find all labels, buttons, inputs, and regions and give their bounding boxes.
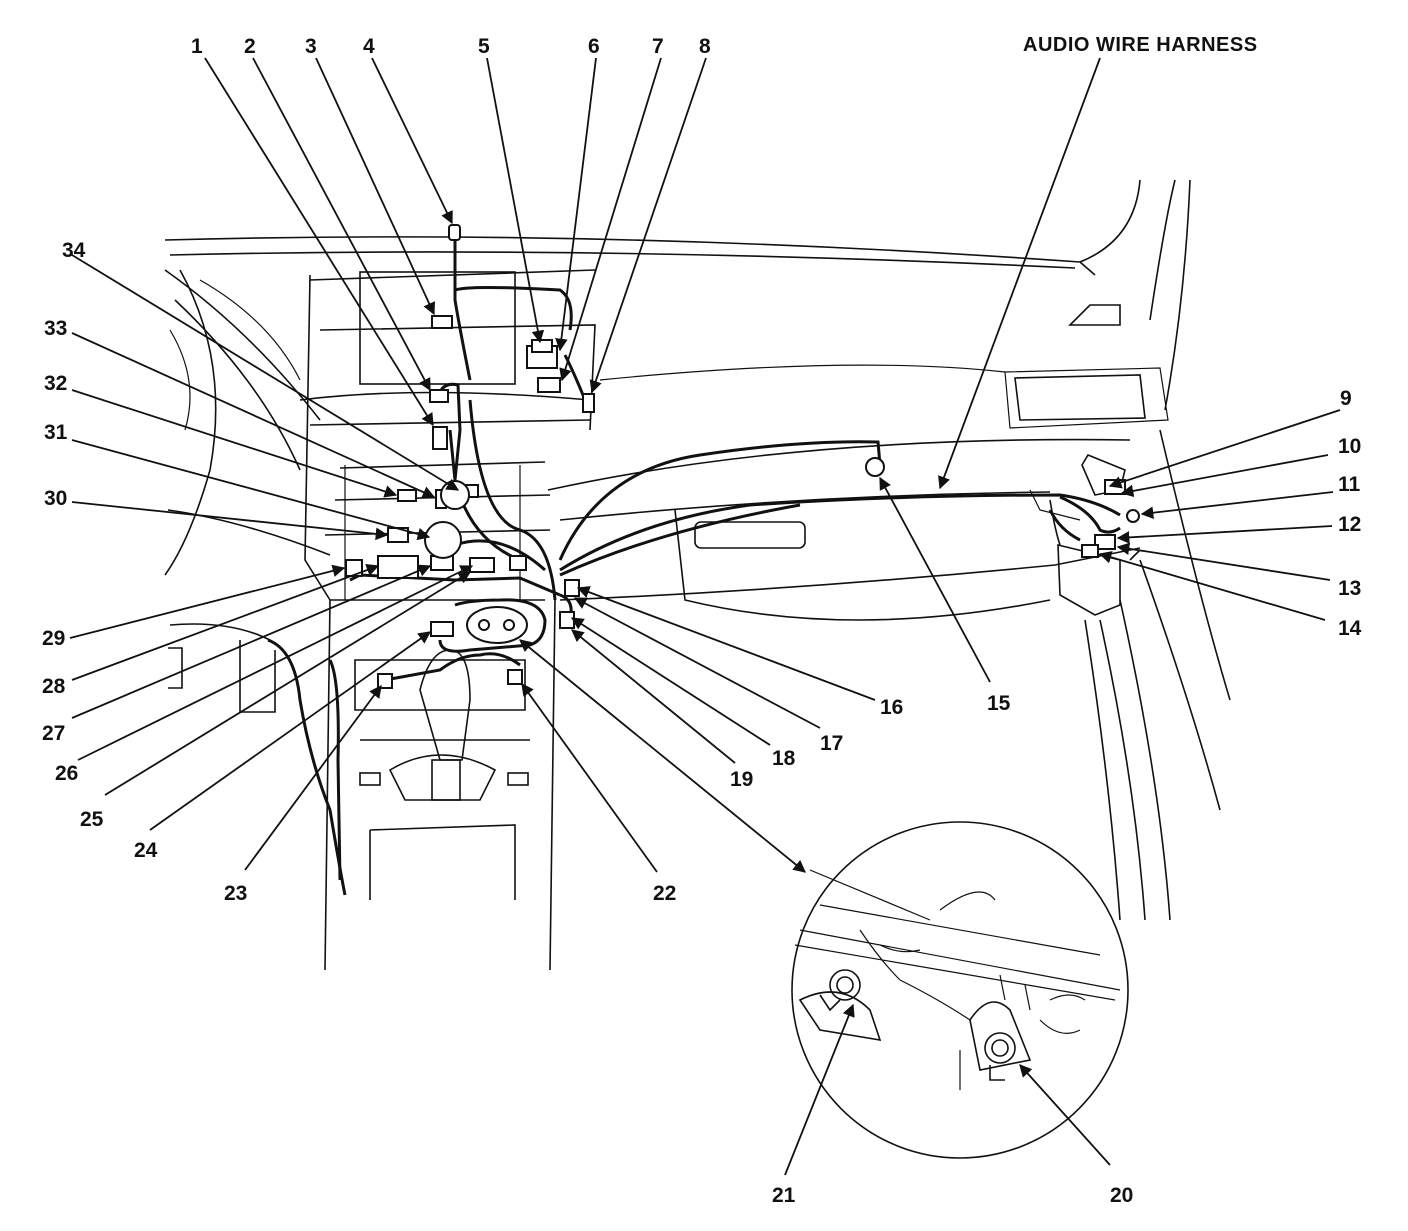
callout-5: 5 [478, 35, 490, 58]
callout-14: 14 [1338, 617, 1362, 640]
connectors [345, 224, 1140, 689]
callout-19: 19 [730, 768, 753, 791]
dashboard-outline [164, 179, 1231, 1159]
callout-26: 26 [55, 762, 78, 785]
callout-27: 27 [42, 722, 65, 745]
callout-11: 11 [1338, 473, 1361, 496]
callout-32: 32 [44, 372, 67, 395]
callout-18: 18 [772, 747, 796, 770]
callout-23: 23 [224, 882, 247, 905]
callout-15: 15 [987, 692, 1011, 715]
callout-7: 7 [652, 35, 664, 58]
callout-12: 12 [1338, 513, 1361, 536]
callout-13: 13 [1338, 577, 1361, 600]
callout-34: 34 [62, 239, 86, 262]
callout-17: 17 [820, 732, 843, 755]
callout-6: 6 [588, 35, 600, 58]
leader-lines [69, 57, 1341, 1176]
callout-labels: 1 2 3 4 5 6 7 8 9 10 11 12 13 14 15 16 1… [42, 35, 1362, 1207]
callout-10: 10 [1338, 435, 1361, 458]
callout-3: 3 [305, 35, 317, 58]
callout-8: 8 [699, 35, 711, 58]
callout-9: 9 [1340, 387, 1352, 410]
callout-25: 25 [80, 808, 104, 831]
callout-21: 21 [772, 1184, 796, 1207]
callout-28: 28 [42, 675, 66, 698]
diagram-title: AUDIO WIRE HARNESS [1023, 34, 1258, 56]
callout-33: 33 [44, 317, 67, 340]
callout-20: 20 [1110, 1184, 1133, 1207]
callout-24: 24 [134, 839, 158, 862]
callout-4: 4 [363, 35, 375, 58]
callout-2: 2 [244, 35, 256, 58]
callout-29: 29 [42, 627, 65, 650]
callout-22: 22 [653, 882, 676, 905]
callout-31: 31 [44, 421, 68, 444]
callout-16: 16 [880, 696, 903, 719]
callout-1: 1 [191, 35, 203, 58]
callout-30: 30 [44, 487, 67, 510]
